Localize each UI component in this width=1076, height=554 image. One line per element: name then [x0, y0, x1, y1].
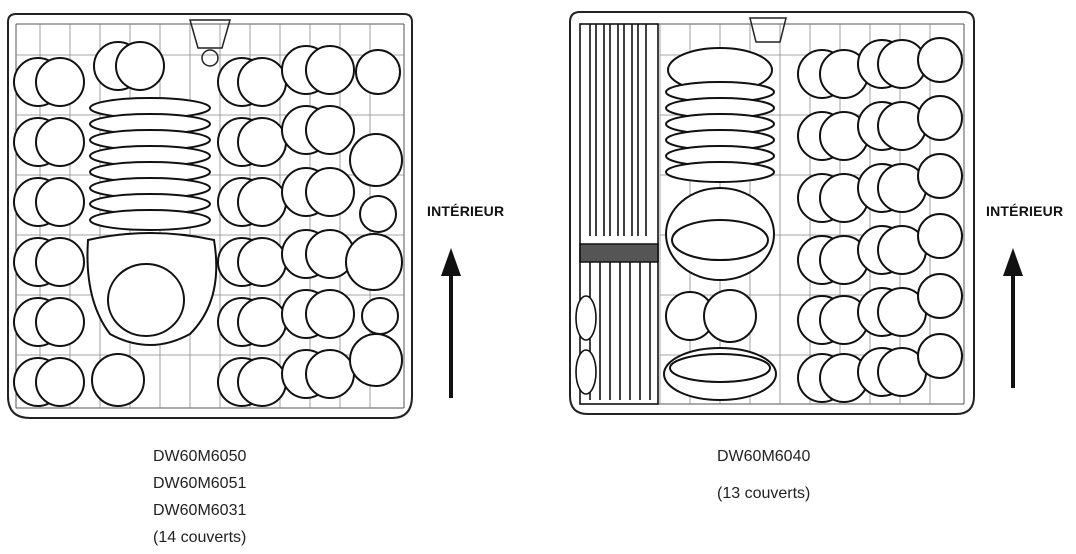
model-number: DW60M6031	[153, 502, 247, 519]
capacity-text: (14 couverts)	[153, 529, 247, 546]
model-number: DW60M6040	[717, 448, 811, 465]
interior-arrow-right	[1001, 240, 1025, 390]
capacity-text: (13 couverts)	[717, 485, 811, 502]
dishwasher-rack-14-settings	[0, 0, 430, 430]
dishwasher-rack-13-settings	[560, 0, 1000, 420]
interior-label-right: INTÉRIEUR	[986, 203, 1064, 219]
model-number: DW60M6051	[153, 475, 247, 492]
model-caption-left: DW60M6050 DW60M6051 DW60M6031 (14 couver…	[153, 443, 246, 551]
rack-diagram-right	[569, 11, 975, 415]
interior-label-left: INTÉRIEUR	[427, 203, 505, 219]
interior-arrow-left	[439, 240, 463, 400]
rack-diagram-left	[7, 13, 413, 419]
model-caption-right: DW60M6040 (13 couverts)	[717, 443, 810, 507]
model-number: DW60M6050	[153, 448, 247, 465]
